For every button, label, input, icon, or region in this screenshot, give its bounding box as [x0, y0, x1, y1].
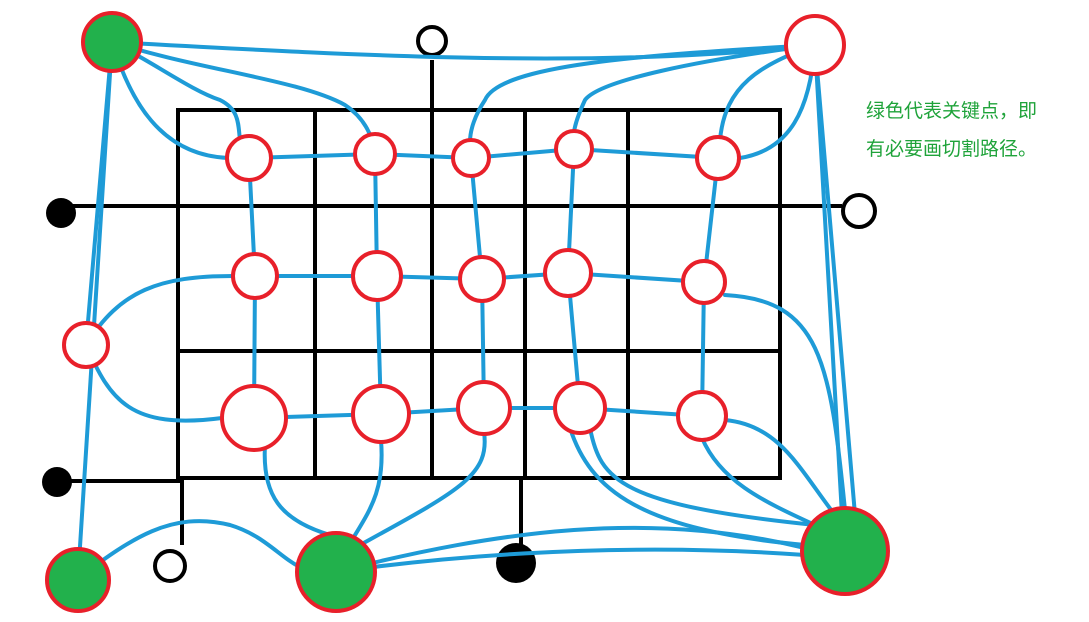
edge: [76, 40, 114, 580]
edge: [358, 430, 487, 547]
edge: [588, 426, 817, 527]
edge: [723, 418, 837, 517]
annotation-line-1: 绿色代表关键点，即: [866, 100, 1038, 122]
cut-node: [351, 250, 403, 302]
key-point: [81, 11, 143, 73]
key-point: [295, 531, 377, 613]
cut-node: [681, 259, 727, 305]
black-terminal: [496, 543, 536, 583]
open-terminal: [841, 193, 877, 229]
black-terminal: [46, 198, 76, 228]
cut-node: [456, 380, 512, 436]
annotation-line-2: 有必要画切割路径。: [866, 138, 1038, 160]
annotation-text: 绿色代表关键点，即 有必要画切割路径。: [866, 92, 1081, 168]
cut-node: [451, 138, 491, 178]
cut-node: [676, 390, 728, 442]
edge: [700, 436, 817, 527]
cut-nodes: [62, 14, 846, 452]
cut-node: [231, 252, 279, 300]
cut-node: [553, 381, 607, 435]
cut-node: [220, 384, 288, 452]
key-points: [45, 11, 890, 613]
edges: [76, 40, 860, 580]
edge: [110, 40, 817, 61]
edge: [572, 43, 817, 134]
cut-node: [351, 384, 411, 444]
edge: [723, 293, 847, 512]
open-terminal: [153, 549, 187, 583]
key-point: [45, 547, 111, 613]
edge: [110, 40, 374, 142]
cut-node: [225, 134, 273, 182]
key-point: [800, 506, 890, 596]
black-terminal: [42, 467, 72, 497]
edge: [350, 438, 384, 542]
edge: [813, 43, 860, 552]
cut-node: [62, 321, 110, 369]
edge: [110, 40, 242, 142]
cut-node: [458, 255, 506, 303]
cut-node: [543, 248, 593, 298]
cut-node: [353, 132, 397, 176]
edge: [572, 147, 720, 160]
cut-node: [695, 135, 741, 181]
open-terminal: [416, 25, 448, 57]
edge: [262, 443, 332, 537]
edge: [334, 525, 807, 574]
edge: [334, 547, 807, 574]
cut-node: [554, 129, 594, 169]
edge: [468, 43, 817, 144]
black-terminals: [42, 25, 877, 583]
cut-node: [784, 14, 846, 76]
edge: [84, 274, 235, 347]
